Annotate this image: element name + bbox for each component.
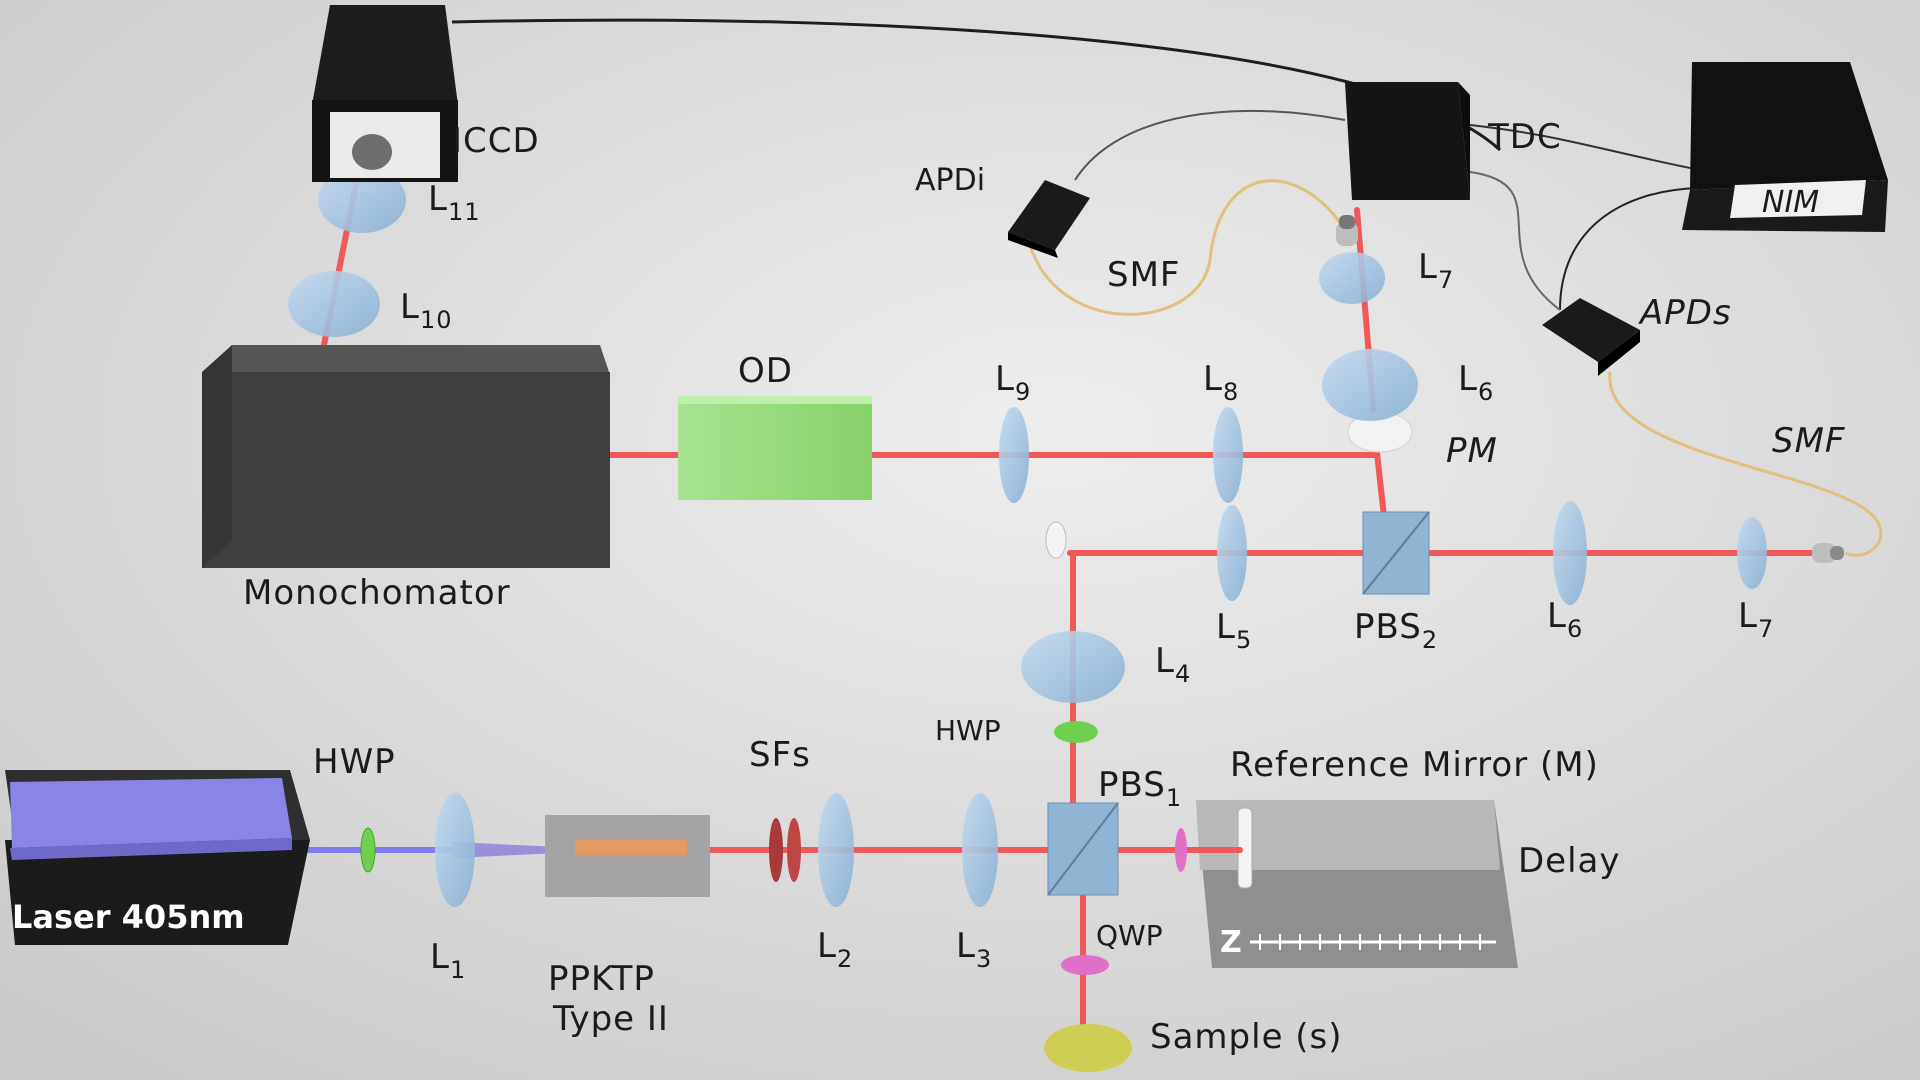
ppktp-crystal xyxy=(545,815,710,897)
pbs2-cube xyxy=(1362,511,1430,595)
ppktp-label-line2: Type II xyxy=(552,999,669,1039)
l2-label: L2 xyxy=(817,926,853,973)
nim-crate xyxy=(1682,62,1888,232)
sample-label: Sample (s) xyxy=(1150,1017,1343,1057)
lens-l6-horizontal xyxy=(1553,501,1587,605)
lens-l6-vertical xyxy=(1322,349,1418,421)
iccd-camera xyxy=(312,5,458,182)
monochromator-box xyxy=(202,345,610,568)
fiber-right xyxy=(1608,371,1883,557)
monochromator-label: Monochomator xyxy=(243,573,511,613)
ppktp-label-line1: PPKTP xyxy=(548,959,655,999)
smf-right-label: SMF xyxy=(1772,421,1845,461)
apdi-detector xyxy=(1008,180,1090,258)
tdc-box xyxy=(1345,82,1470,200)
tdc-label: TDC xyxy=(1487,117,1562,157)
l4-label: L4 xyxy=(1155,641,1191,688)
pbs1-cube xyxy=(1047,802,1119,896)
apds-label: APDs xyxy=(1638,293,1732,333)
folding-mirror xyxy=(1045,521,1067,559)
hwp-vertical-label: HWP xyxy=(935,714,1001,747)
lens-l11 xyxy=(318,167,406,233)
lens-l10 xyxy=(288,271,380,337)
fiber-coupler-right xyxy=(1812,543,1844,563)
lens-l5 xyxy=(1217,505,1247,601)
od-filter xyxy=(678,396,872,500)
lens-l8 xyxy=(1213,407,1243,503)
laser-405nm xyxy=(5,770,310,945)
lens-l3 xyxy=(962,793,998,907)
apds-nim-cable xyxy=(1559,187,1701,311)
hwp-vertical-plate xyxy=(1054,721,1098,743)
apds-detector xyxy=(1542,298,1640,376)
spectral-filter-1 xyxy=(769,818,783,882)
l11-label: L11 xyxy=(428,179,481,226)
iccd-label: ICCD xyxy=(452,121,540,161)
fiber-top xyxy=(1028,179,1347,316)
l6-vertical-label: L6 xyxy=(1458,359,1494,406)
l3-label: L3 xyxy=(956,926,992,973)
qwp-mirror-arm xyxy=(1175,828,1187,872)
apdi-tdc-cable xyxy=(1074,109,1346,181)
lens-l1 xyxy=(435,793,475,907)
l9-label: L9 xyxy=(995,359,1031,406)
tdc-nim-cable xyxy=(1469,124,1701,171)
lens-l9 xyxy=(999,407,1029,503)
lens-l7-horizontal xyxy=(1737,517,1767,589)
l5-label: L5 xyxy=(1216,607,1252,654)
smf-top-label: SMF xyxy=(1107,255,1180,295)
l10-label: L10 xyxy=(400,287,453,334)
pm-label: PM xyxy=(1446,431,1498,471)
spectral-filter-2 xyxy=(787,818,801,882)
apdi-label: APDi xyxy=(915,163,985,198)
tdc-apds-cable xyxy=(1469,171,1561,311)
fiber-coupler-top xyxy=(1336,215,1358,246)
lens-l4 xyxy=(1021,631,1125,703)
pbs1-label: PBS1 xyxy=(1098,765,1182,812)
l8-label: L8 xyxy=(1203,359,1239,406)
l6-horizontal-label: L6 xyxy=(1547,596,1583,643)
l1-label: L1 xyxy=(430,937,466,984)
focused-pump xyxy=(453,842,580,858)
lens-l2 xyxy=(818,793,854,907)
delay-stage xyxy=(1196,800,1518,968)
delay-label: Delay xyxy=(1518,841,1621,881)
reference-mirror-label: Reference Mirror (M) xyxy=(1230,745,1599,785)
od-label: OD xyxy=(738,351,793,391)
lens-l7-vertical xyxy=(1319,252,1385,304)
pbs2-label: PBS2 xyxy=(1354,607,1438,654)
laser-label: Laser 405nm xyxy=(12,898,245,936)
sfs-label: SFs xyxy=(749,735,811,775)
l7-vertical-label: L7 xyxy=(1418,247,1454,294)
qwp-label: QWP xyxy=(1096,919,1163,952)
qwp-sample-arm xyxy=(1061,955,1109,975)
l7-horizontal-label: L7 xyxy=(1738,596,1774,643)
hwp-laser-label: HWP xyxy=(313,742,396,782)
sample xyxy=(1044,1024,1132,1072)
nim-label: NIM xyxy=(1762,185,1819,220)
z-axis-label: Z xyxy=(1220,925,1242,960)
hwp-laser-plate xyxy=(360,827,376,873)
